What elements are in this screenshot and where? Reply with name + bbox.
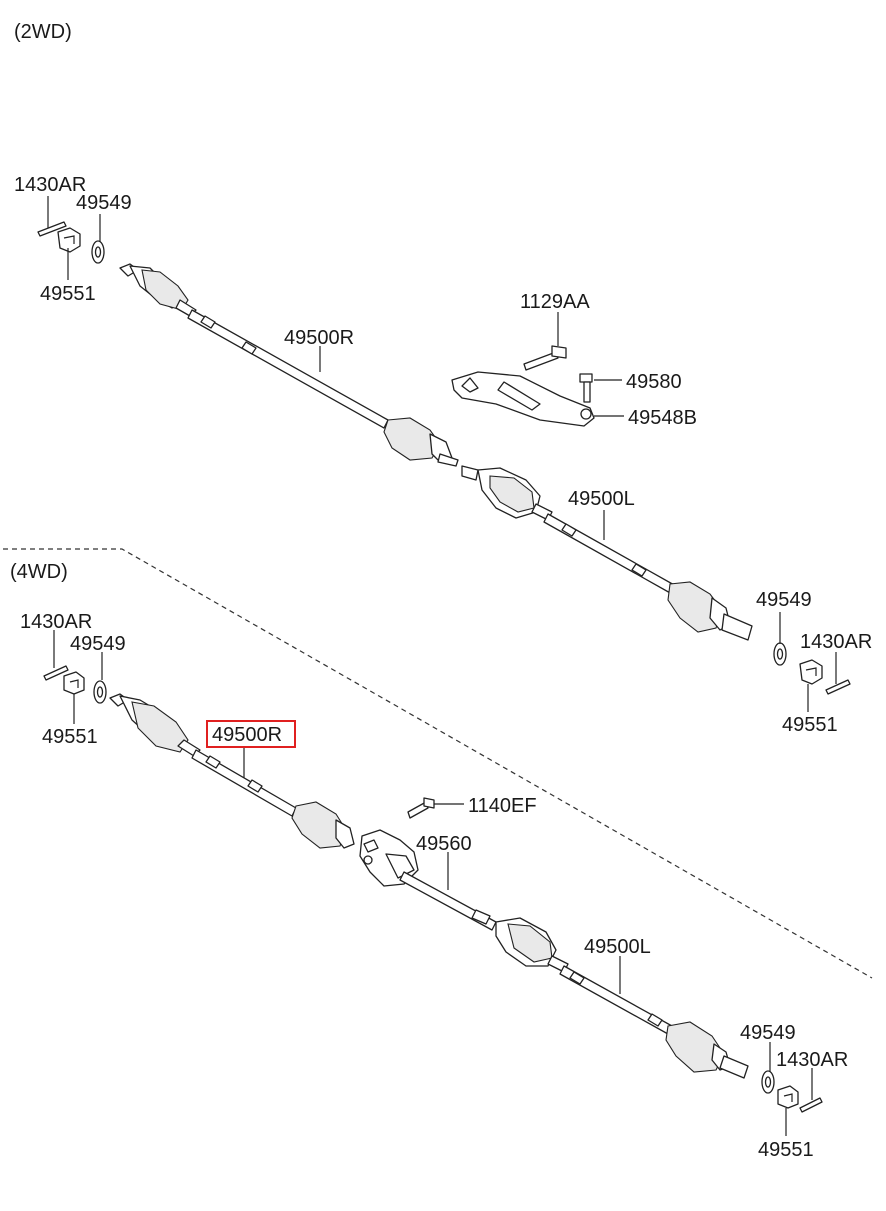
nut-bottom-right[interactable] <box>777 1085 799 1109</box>
label-1430ar-top-left: 1430AR <box>14 174 86 196</box>
label-49551-bottom-left: 49551 <box>42 726 98 748</box>
bolt-1129aa[interactable] <box>523 345 567 371</box>
label-49500r-bottom[interactable]: 49500R <box>212 724 282 746</box>
label-49549-bottom-right: 49549 <box>740 1022 796 1044</box>
bolt-1140ef[interactable] <box>407 797 435 819</box>
label-49500r-top: 49500R <box>284 327 354 349</box>
assembly-2wd: 1430AR 49549 49551 49500R 1129AA 49580 4… <box>14 174 872 736</box>
label-49548b: 49548B <box>628 407 697 429</box>
washer-bottom-right[interactable] <box>761 1070 775 1094</box>
drive-shaft-right-2wd[interactable] <box>119 263 459 467</box>
washer-top-right[interactable] <box>773 642 787 666</box>
section-label-2wd: (2WD) <box>14 21 72 43</box>
label-1140ef: 1140EF <box>468 795 537 817</box>
split-pin-bottom-right[interactable] <box>799 1097 823 1113</box>
nut-top-left[interactable] <box>57 227 81 253</box>
bolt-49580[interactable] <box>579 373 593 403</box>
label-49500l-bottom: 49500L <box>584 936 651 958</box>
label-49549-bottom-left: 49549 <box>70 633 126 655</box>
split-pin-bottom-left[interactable] <box>43 665 69 681</box>
label-49560: 49560 <box>416 833 472 855</box>
highlight-box-49500r <box>206 720 296 748</box>
label-49549-top-right: 49549 <box>756 589 812 611</box>
label-49580: 49580 <box>626 371 682 393</box>
label-1129aa: 1129AA <box>520 291 590 313</box>
washer-bottom-left[interactable] <box>93 680 107 704</box>
label-49551-top-right: 49551 <box>782 714 838 736</box>
label-1430ar-bottom-right: 1430AR <box>776 1049 848 1071</box>
drive-shaft-right-4wd[interactable] <box>109 693 355 849</box>
section-label-4wd: (4WD) <box>10 561 68 583</box>
drive-shaft-left-4wd[interactable] <box>399 871 749 1079</box>
label-49500l-top: 49500L <box>568 488 635 510</box>
bracket-49548b[interactable] <box>451 371 595 427</box>
label-49549-top-left: 49549 <box>76 192 132 214</box>
split-pin-top-right[interactable] <box>825 679 851 695</box>
nut-top-right[interactable] <box>799 659 823 685</box>
split-pin-top-left[interactable] <box>37 221 67 237</box>
label-1430ar-top-right: 1430AR <box>800 631 872 653</box>
label-49551-bottom-right: 49551 <box>758 1139 814 1161</box>
section-divider <box>3 548 873 979</box>
label-1430ar-bottom-left: 1430AR <box>20 611 92 633</box>
label-49551-top-left: 49551 <box>40 283 96 305</box>
nut-bottom-left[interactable] <box>63 671 85 695</box>
assembly-4wd: 1430AR 49549 49551 49500R 1140EF 49560 4… <box>20 611 848 1161</box>
drive-shaft-left-2wd[interactable] <box>461 465 753 641</box>
washer-top-left[interactable] <box>91 240 105 264</box>
